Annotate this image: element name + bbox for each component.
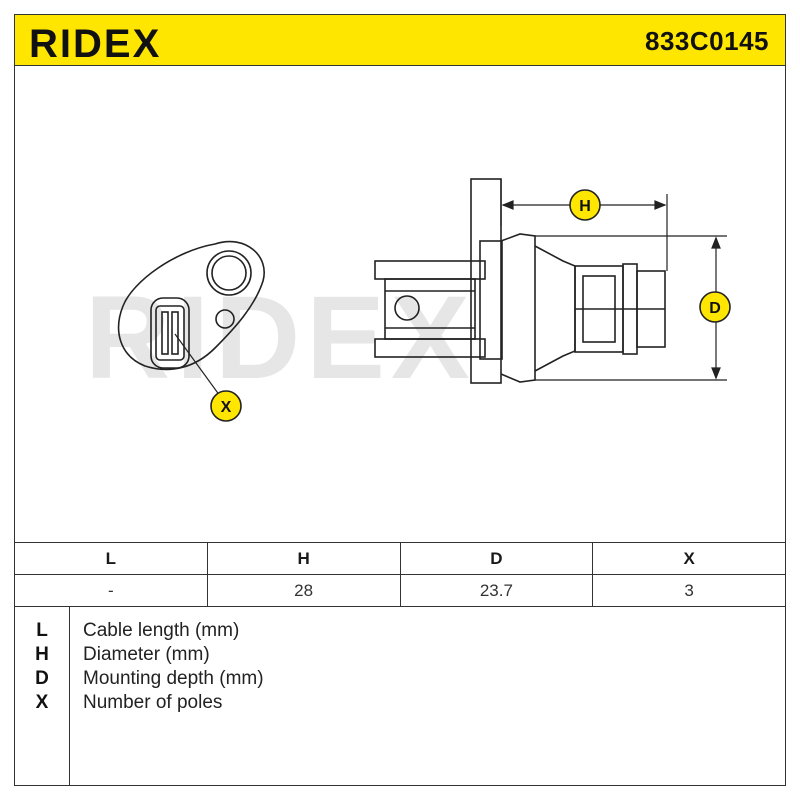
legend-key: H	[35, 644, 49, 665]
callout-h-label: H	[579, 198, 591, 215]
sensor-side-view	[374, 178, 666, 384]
sensor-top-view	[117, 240, 265, 397]
legend-text: Mounting depth (mm)	[83, 668, 264, 689]
spec-col-header: H	[206, 542, 401, 575]
spec-table-value-row: - 28 23.7 3	[14, 574, 786, 607]
logo-text: RIDEX	[29, 23, 161, 63]
part-number: 833C0145	[645, 26, 769, 56]
spec-col-header: L	[14, 542, 208, 575]
legend-item: D Mounting depth (mm)	[15, 668, 785, 692]
callout-d: D	[699, 291, 731, 323]
watermark-text: RIDEX	[85, 272, 476, 404]
legend-text: Cable length (mm)	[83, 620, 240, 641]
spec-value: -	[14, 574, 208, 607]
legend-text: Diameter (mm)	[83, 644, 210, 665]
legend-text: Number of poles	[83, 692, 223, 713]
spec-table-header-row: L H D X	[14, 542, 786, 575]
legend-item: H Diameter (mm)	[15, 644, 785, 668]
technical-drawing: RIDEX X	[85, 178, 731, 422]
spec-table: L H D X - 28 23.7 3	[14, 542, 786, 607]
callout-x: X	[210, 390, 242, 422]
header-bar: RIDEX 833C0145	[14, 14, 786, 66]
spec-col-header: D	[399, 542, 594, 575]
legend-item: X Number of poles	[15, 692, 785, 716]
spec-col-header: X	[592, 542, 786, 575]
legend-item: L Cable length (mm)	[15, 620, 785, 644]
legend: L Cable length (mm) H Diameter (mm) D Mo…	[14, 606, 786, 786]
spec-value: 23.7	[399, 574, 594, 607]
callout-h: H	[569, 189, 601, 221]
spec-value: 28	[206, 574, 401, 607]
dimension-d	[535, 235, 727, 381]
legend-divider	[69, 606, 70, 785]
ridex-logo: RIDEX	[29, 23, 161, 63]
spec-value: 3	[592, 574, 786, 607]
legend-key: X	[35, 692, 49, 713]
callout-d-label: D	[709, 300, 721, 317]
legend-key: D	[35, 668, 49, 689]
legend-key: L	[36, 620, 48, 641]
callout-x-label: X	[221, 399, 232, 416]
